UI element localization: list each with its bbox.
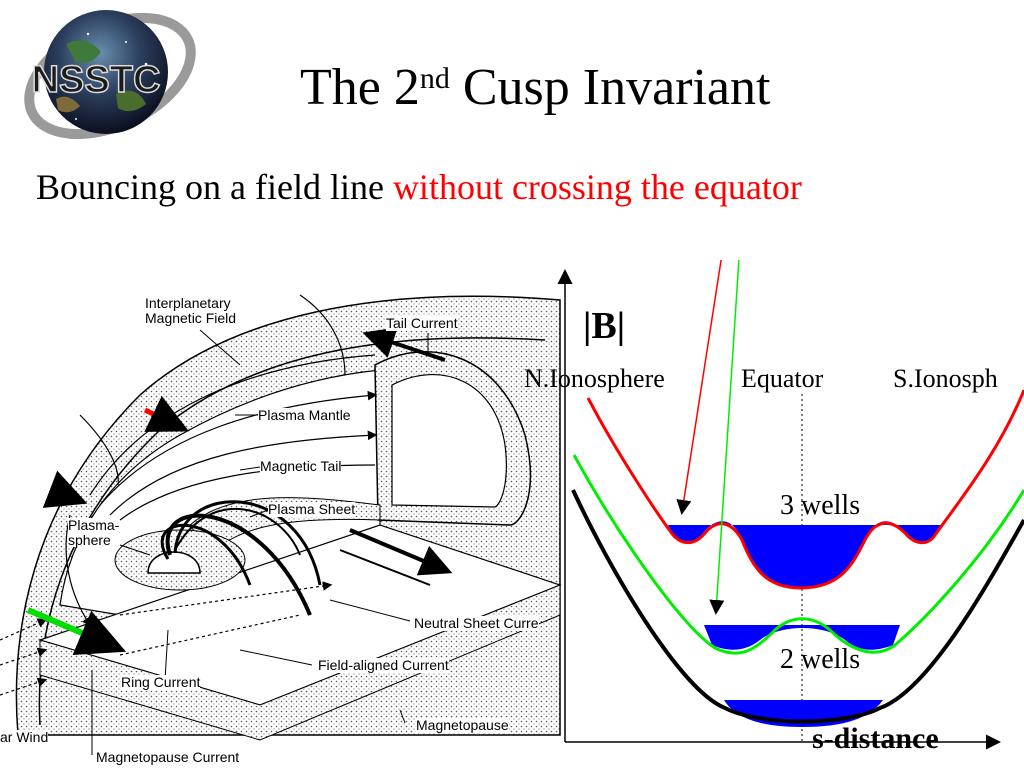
label-plasma-sheet: Plasma Sheet	[268, 501, 356, 517]
black-curve	[571, 489, 1024, 724]
label-ring-current: Ring Current	[121, 674, 201, 690]
subtitle-red: without crossing the equator	[392, 167, 802, 207]
title-rest: Cusp Invariant	[449, 59, 771, 116]
b-field-plot	[557, 260, 1024, 750]
title-main: The 2	[300, 59, 420, 116]
red-arrow-upper	[143, 395, 189, 432]
label-three-wells: 3 wells	[780, 490, 861, 521]
subtitle-black: Bouncing on a field line	[36, 167, 393, 207]
red-pointer-line	[676, 260, 722, 515]
well-middle	[704, 625, 900, 650]
label-magnetopause: Magnetopause	[416, 717, 509, 733]
green-arrow	[26, 607, 127, 655]
label-equator: Equator	[741, 364, 824, 393]
label-imf: Interplanetary Magnetic Field	[145, 295, 237, 326]
label-field-aligned: Field-aligned Current	[318, 657, 449, 673]
green-pointer-line	[709, 260, 740, 615]
title-superscript: nd	[419, 62, 450, 95]
earth	[147, 551, 201, 574]
label-solar-wind: ar Wind	[0, 729, 49, 745]
nsstc-logo: NSSTC	[24, 10, 196, 140]
logo-text: NSSTC	[32, 59, 161, 101]
slide-subtitle: Bouncing on a field line without crossin…	[36, 166, 802, 208]
red-curve	[586, 389, 1024, 590]
label-neutral-sheet: Neutral Sheet Curre	[414, 615, 539, 631]
label-plasma-mantle: Plasma Mantle	[258, 407, 351, 423]
label-plasmasphere: Plasma- sphere	[68, 517, 120, 548]
label-s-ionosphere: S.Ionosph	[893, 364, 998, 393]
label-magnetopause-current: Magnetopause Current	[96, 749, 240, 765]
slide-title: The 2nd Cusp Invariant	[300, 62, 770, 114]
label-n-ionosphere: N.Ionosphere	[524, 364, 665, 393]
label-two-wells: 2 wells	[780, 644, 861, 675]
x-axis-label: s-distance	[812, 722, 939, 755]
red-arrow-lower	[42, 470, 88, 508]
y-axis-label: |B|	[583, 305, 626, 347]
green-curve	[572, 454, 1024, 655]
label-tail-current: Tail Current	[386, 315, 458, 331]
well-top	[668, 521, 942, 588]
label-magnetic-tail: Magnetic Tail	[260, 458, 342, 474]
